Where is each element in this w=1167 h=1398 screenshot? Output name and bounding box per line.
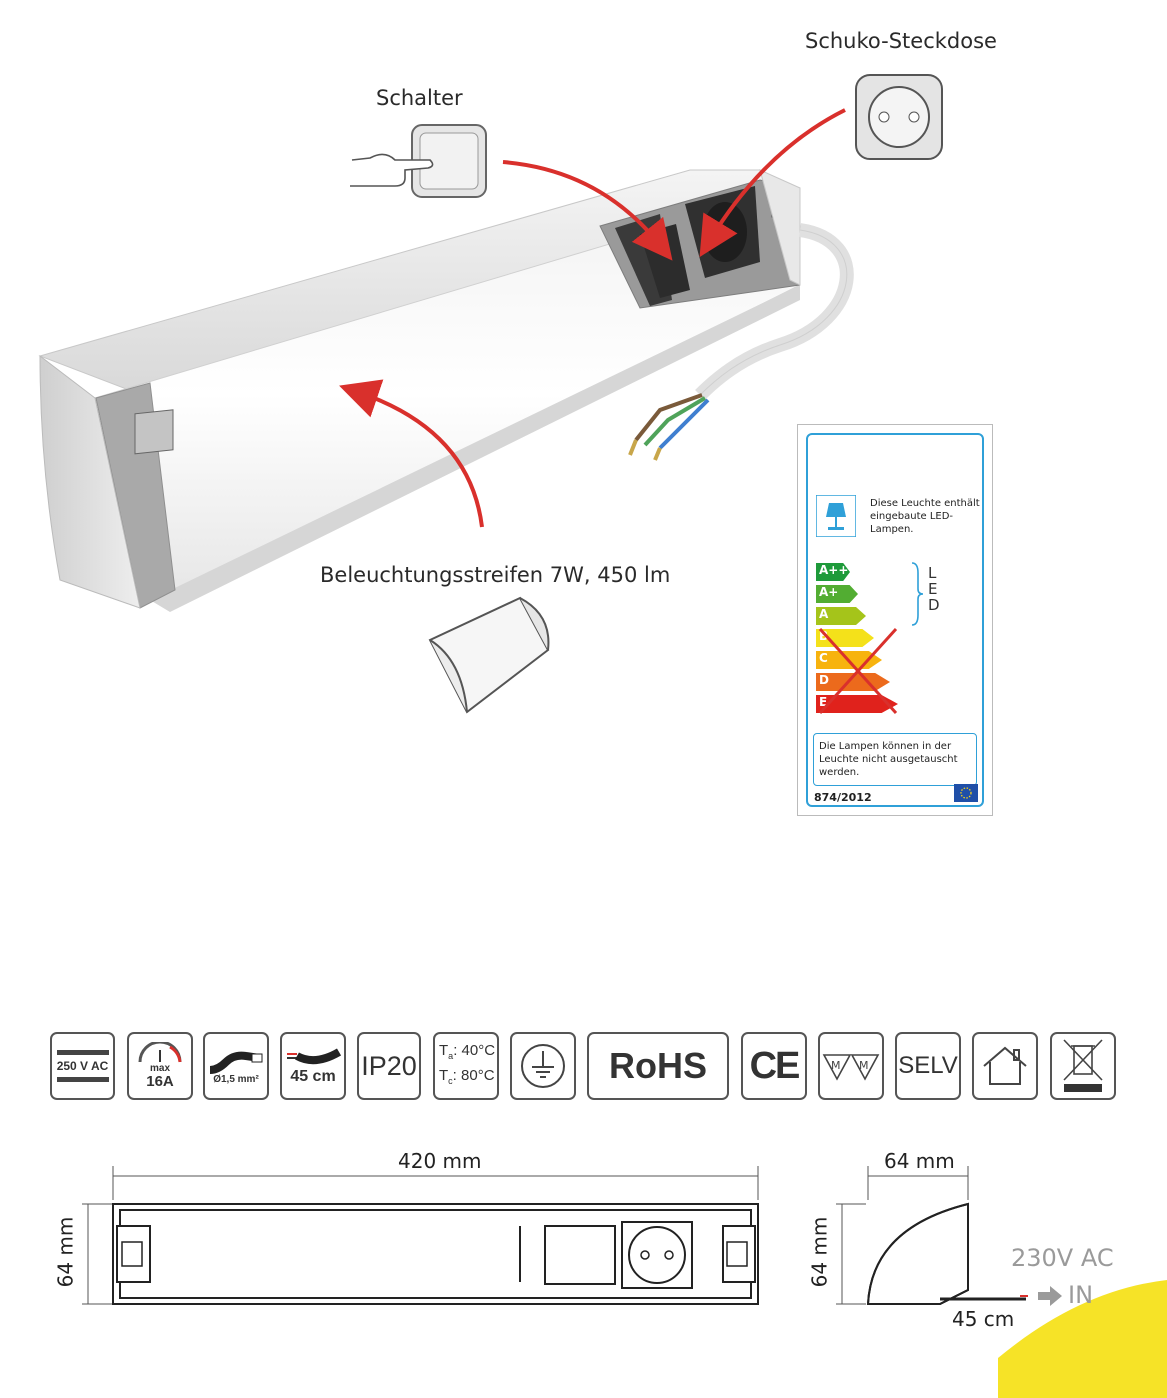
input-label: IN xyxy=(1068,1281,1094,1309)
voltage-icon: 250 V AC xyxy=(50,1032,115,1100)
side-height-dimension: 64 mm xyxy=(807,1216,832,1288)
cable-length-graphic xyxy=(287,1048,341,1065)
ta-value: : 40°C xyxy=(453,1042,496,1059)
length-dimension: 420 mm xyxy=(398,1149,482,1173)
energy-class-ap: A+ xyxy=(816,585,858,603)
cable-length-icon: 45 cm xyxy=(280,1032,346,1100)
switch-callout: Schalter xyxy=(376,86,463,110)
energy-class-label: A++ xyxy=(819,563,849,577)
ce-icon: CE xyxy=(741,1032,807,1100)
power-cable xyxy=(628,223,854,461)
lamp-body xyxy=(38,169,801,612)
svg-text:M: M xyxy=(859,1059,869,1072)
cable-length-dimension: 45 cm xyxy=(952,1307,1015,1331)
depth-dimension: 64 mm xyxy=(884,1149,955,1173)
dimension-drawing-side xyxy=(836,1166,1167,1398)
ta-row: Ta: 40°C xyxy=(439,1041,495,1066)
ta-t: T xyxy=(439,1042,449,1059)
front-height-dimension: 64 mm xyxy=(53,1216,78,1288)
callout-arrows xyxy=(339,108,846,528)
strip-illustration xyxy=(428,596,550,714)
tc-t: T xyxy=(439,1067,449,1084)
product-illustration xyxy=(38,74,943,714)
max-text: max xyxy=(149,1063,170,1074)
rohs-text: RoHS xyxy=(609,1045,707,1086)
lamp-icon xyxy=(816,495,856,537)
tc-value: : 80°C xyxy=(452,1067,495,1084)
temperature-icon: Ta: 40°C Tc: 80°C xyxy=(433,1032,499,1100)
cross-out-mark xyxy=(818,627,898,715)
brace-icon xyxy=(911,562,924,626)
selv-icon: SELV xyxy=(895,1032,961,1100)
house-icon xyxy=(983,1046,1027,1085)
ce-text: CE xyxy=(749,1044,801,1087)
switch-illustration xyxy=(350,124,487,198)
energy-class-label: A xyxy=(819,607,829,621)
dimension-drawing-front xyxy=(82,1166,759,1305)
energy-class-scale: A++ A+ A B C D E xyxy=(816,563,916,723)
energy-class-label: E xyxy=(819,695,828,709)
regulation-number: 874/2012 xyxy=(814,791,872,804)
svg-text:M: M xyxy=(831,1059,841,1072)
mm-mark-icon: M M xyxy=(818,1032,884,1100)
protective-earth-icon xyxy=(521,1044,565,1088)
tc-row: Tc: 80°C xyxy=(439,1066,495,1091)
energy-label: Diese Leuchte enthält eingebaute LED-Lam… xyxy=(797,424,993,816)
tc-sub: c xyxy=(448,1076,453,1086)
ip-rating-icon: IP20 xyxy=(357,1032,421,1100)
led-vertical-label: LED xyxy=(928,565,942,613)
furniture-mount-icon: M M xyxy=(822,1054,880,1081)
current-text: 16A xyxy=(146,1073,174,1090)
energy-label-frame: Diese Leuchte enthält eingebaute LED-Lam… xyxy=(806,433,984,807)
eu-flag-icon xyxy=(954,784,978,802)
cable-icon xyxy=(209,1051,263,1074)
rohs-icon: RoHS xyxy=(587,1032,729,1100)
crossed-bin-icon xyxy=(1063,1039,1103,1092)
energy-class-a: A xyxy=(816,607,866,625)
energy-label-note: Die Lampen können in der Leuchte nicht a… xyxy=(813,733,977,786)
energy-class-label: A+ xyxy=(819,585,839,599)
energy-class-label: B xyxy=(819,629,829,643)
ip-text: IP20 xyxy=(361,1050,417,1081)
voltage-text: 250 V AC xyxy=(56,1059,109,1073)
energy-label-text: Diese Leuchte enthält eingebaute LED-Lam… xyxy=(870,498,980,535)
energy-class-label: D xyxy=(819,673,829,687)
voltage-label: 230V AC xyxy=(1011,1244,1114,1272)
cable-diameter-icon: Ø1,5 mm² xyxy=(203,1032,269,1100)
gauge-icon xyxy=(138,1042,182,1063)
ta-sub: a xyxy=(448,1051,454,1061)
energy-class-label: C xyxy=(819,651,828,665)
cable-length-text: 45 cm xyxy=(290,1068,336,1085)
weee-icon xyxy=(1050,1032,1116,1100)
energy-class-e: E xyxy=(816,695,898,713)
led-text: LED xyxy=(928,564,940,614)
energy-class-app: A++ xyxy=(816,563,850,581)
max-current-icon: max 16A xyxy=(127,1032,193,1100)
ground-icon xyxy=(510,1032,576,1100)
strip-callout: Beleuchtungsstreifen 7W, 450 lm xyxy=(320,563,671,587)
socket-callout: Schuko-Steckdose xyxy=(805,29,997,53)
socket-illustration xyxy=(855,74,943,160)
selv-text: SELV xyxy=(898,1052,958,1079)
cable-diameter-text: Ø1,5 mm² xyxy=(213,1073,259,1085)
indoor-use-icon xyxy=(972,1032,1038,1100)
